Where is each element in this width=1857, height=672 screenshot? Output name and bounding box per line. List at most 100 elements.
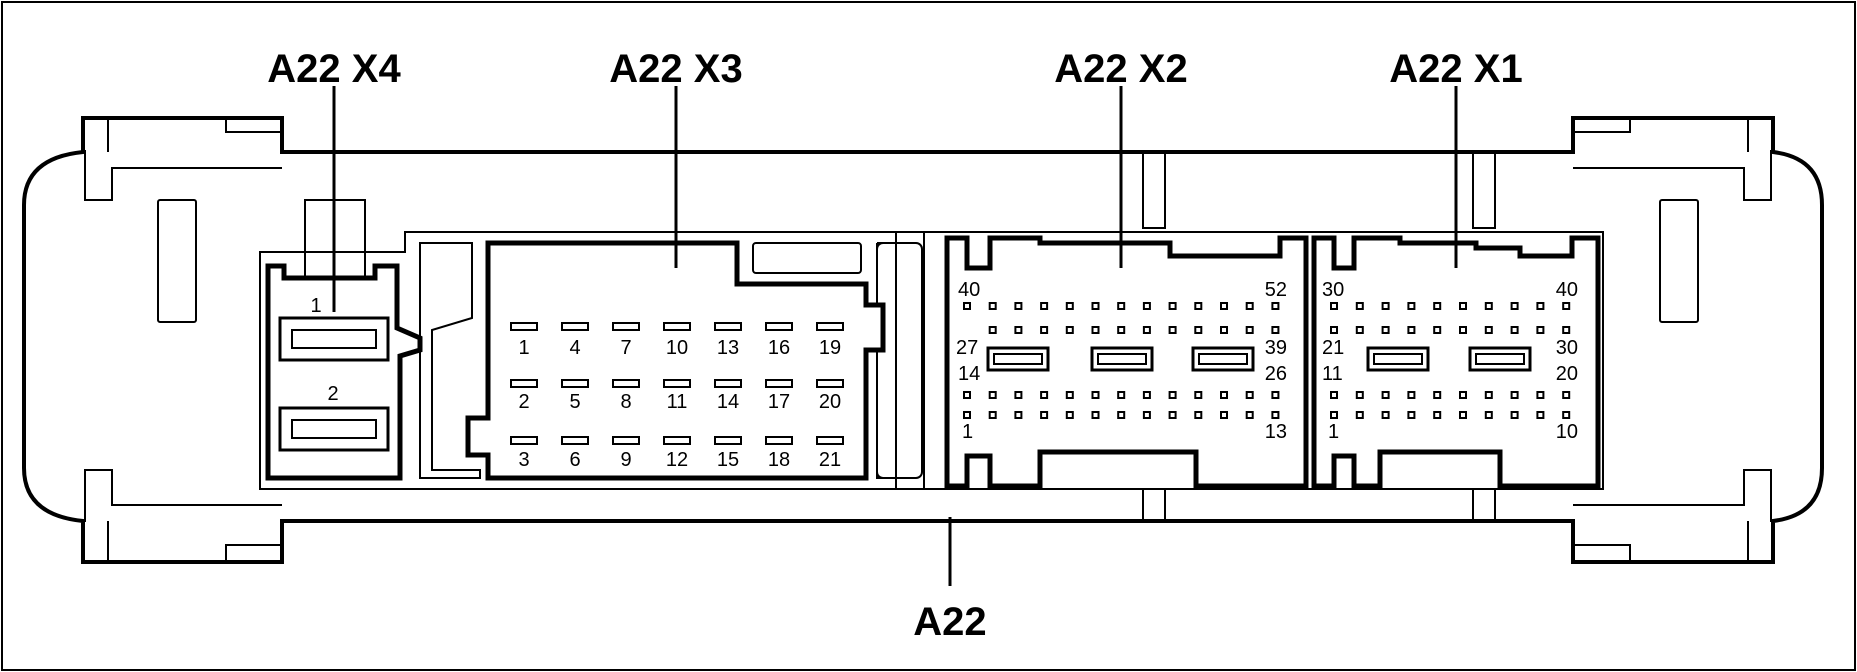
callout-a22-x1: A22 X1 xyxy=(1389,47,1522,91)
x2-pin-grid xyxy=(963,302,1280,419)
x4-pin-1: 1 xyxy=(310,295,321,317)
separator-rib xyxy=(895,232,925,489)
pin-dot xyxy=(1142,411,1151,419)
x3-pin-slot xyxy=(510,436,538,445)
x1-pin-11: 11 xyxy=(1322,363,1343,385)
pin-dot xyxy=(1330,391,1338,399)
pin-dot xyxy=(1271,411,1280,419)
x3-pin-slot xyxy=(714,379,742,388)
x3-pin-label: 17 xyxy=(768,391,790,413)
callout-a22-x4: A22 X4 xyxy=(267,47,401,91)
pin-dot xyxy=(1407,302,1416,310)
x3-pin-label: 10 xyxy=(666,337,688,359)
pin-dot xyxy=(1168,326,1177,334)
pin-dot xyxy=(1459,411,1467,419)
x3-pin-label: 16 xyxy=(768,337,790,359)
x3-pin-label: 7 xyxy=(620,337,631,359)
x3-pin-slot xyxy=(510,379,538,388)
pin-dot xyxy=(1433,411,1442,419)
leader-lines xyxy=(332,86,1458,586)
pin-dot xyxy=(988,302,997,310)
pin-dot xyxy=(1091,411,1100,419)
pin-dot xyxy=(1562,391,1571,399)
x3-pin-slot xyxy=(561,379,589,388)
pin-dot xyxy=(1330,302,1338,310)
pin-dot xyxy=(1245,391,1254,399)
pin-dot xyxy=(1381,411,1390,419)
pin-dot xyxy=(1040,326,1049,334)
x3-pin-label: 20 xyxy=(819,391,841,413)
pin-dot xyxy=(1168,411,1177,419)
pin-dot xyxy=(1510,411,1519,419)
x1-pin-20: 20 xyxy=(1556,363,1578,385)
pin-dot xyxy=(1194,326,1203,334)
x3-pin-label: 5 xyxy=(569,391,580,413)
x3-pin-slot xyxy=(612,379,640,388)
x1-pin-grid xyxy=(1330,302,1571,419)
x3-pin-slot xyxy=(765,379,793,388)
x2-pin-52: 52 xyxy=(1265,279,1287,301)
pin-dot xyxy=(1014,391,1023,399)
pin-dot xyxy=(1407,391,1416,399)
x3-pin-slot xyxy=(663,379,691,388)
pin-dot xyxy=(1142,391,1151,399)
x3-pin-slot xyxy=(561,436,589,445)
x2-pin-40: 40 xyxy=(958,279,980,301)
x3-pin-slot xyxy=(510,322,538,331)
callout-a22-x2: A22 X2 xyxy=(1054,47,1187,91)
x3-pin-slot xyxy=(765,322,793,331)
pin-dot xyxy=(1245,302,1254,310)
pin-dot xyxy=(1040,302,1049,310)
ecu-housing xyxy=(22,116,1824,564)
x2-pin-13: 13 xyxy=(1265,421,1287,443)
x3-pin-label: 19 xyxy=(819,337,841,359)
pin-dot xyxy=(1484,391,1493,399)
x4-pin-2: 2 xyxy=(327,383,338,405)
pin-dot xyxy=(1562,302,1571,310)
pin-dot xyxy=(1220,326,1228,334)
pin-dot xyxy=(1271,391,1280,399)
x1-pin-21: 21 xyxy=(1322,337,1344,359)
pin-dot xyxy=(1459,391,1467,399)
pin-dot xyxy=(1484,411,1493,419)
pin-dot xyxy=(963,411,971,419)
pin-dot xyxy=(1168,391,1177,399)
x3-pin-slot xyxy=(765,436,793,445)
callout-a22: A22 xyxy=(913,600,986,644)
x3-pin-slot xyxy=(612,436,640,445)
pin-dot xyxy=(1355,302,1364,310)
x3-pin-label: 4 xyxy=(569,337,580,359)
pin-dot xyxy=(1484,326,1493,334)
x2-pin-26: 26 xyxy=(1265,363,1287,385)
pin-dot xyxy=(1562,326,1571,334)
pin-dot xyxy=(1014,302,1023,310)
x3-pin-label: 11 xyxy=(667,391,688,413)
pin-dot xyxy=(1194,302,1203,310)
x1-pin-10: 10 xyxy=(1556,421,1578,443)
callout-a22-x3: A22 X3 xyxy=(609,47,742,91)
x1-pin-1: 1 xyxy=(1328,421,1339,443)
x3-pin-slot xyxy=(816,322,844,331)
pin-dot xyxy=(1330,326,1338,334)
pin-dot xyxy=(1355,411,1364,419)
x2-pin-39: 39 xyxy=(1265,337,1287,359)
pin-dot xyxy=(1536,391,1545,399)
pin-dot xyxy=(1065,302,1074,310)
x3-pin-slot xyxy=(561,322,589,331)
pin-dot xyxy=(1065,391,1074,399)
x3-pin-label: 12 xyxy=(666,449,688,471)
pin-dot xyxy=(1091,326,1100,334)
x2-pin-1: 1 xyxy=(962,421,973,443)
connector-x2: 40 52 27 39 14 26 1 13 xyxy=(944,235,1309,489)
x3-pin-label: 14 xyxy=(717,391,739,413)
x3-pin-slot xyxy=(816,379,844,388)
pin-dot xyxy=(1484,302,1493,310)
pin-dot xyxy=(1220,391,1228,399)
pin-dot xyxy=(1510,302,1519,310)
x3-pin-label: 3 xyxy=(518,449,529,471)
pin-dot xyxy=(1381,302,1390,310)
pin-dot xyxy=(1220,302,1228,310)
x3-pin-slot xyxy=(816,436,844,445)
pin-dot xyxy=(1562,411,1571,419)
